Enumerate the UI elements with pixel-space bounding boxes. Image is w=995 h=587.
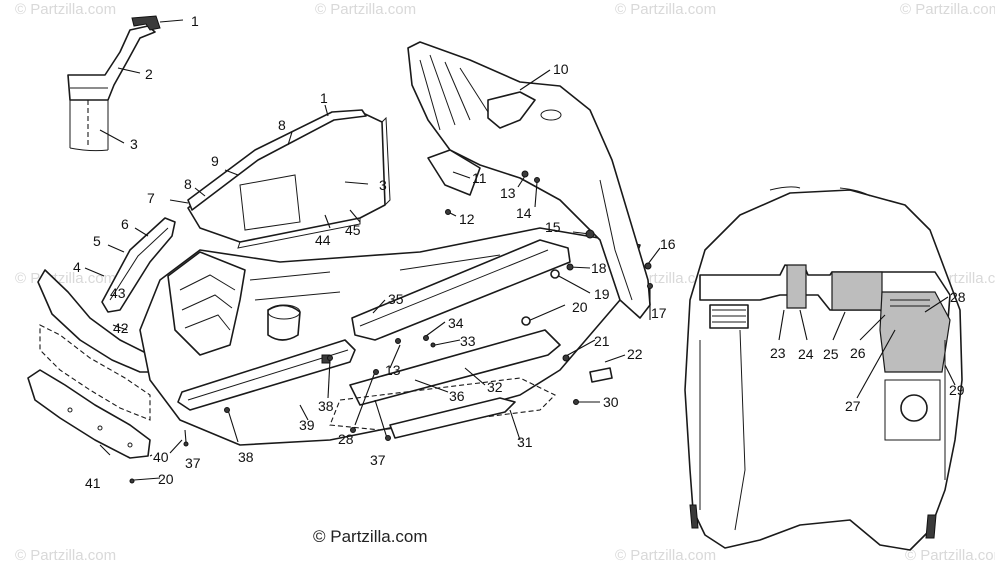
callout-number: 43 xyxy=(110,285,126,301)
bumper xyxy=(27,269,153,459)
callout-number: 31 xyxy=(517,434,533,450)
callout-number: 45 xyxy=(345,222,361,238)
callout-number: 26 xyxy=(850,345,866,361)
callout-number: 28 xyxy=(338,431,354,447)
inset-hood xyxy=(684,186,963,551)
watermark: © Partzilla.com xyxy=(615,1,716,18)
callout-number: 34 xyxy=(448,315,464,331)
side-trim xyxy=(101,217,176,313)
callout-number: 24 xyxy=(798,346,814,362)
fasteners xyxy=(129,170,653,484)
callout-number: 18 xyxy=(591,260,607,276)
callout-number: 9 xyxy=(211,153,219,169)
callout-number: 7 xyxy=(147,190,155,206)
callout-number: 40 xyxy=(153,449,169,465)
callout-number: 19 xyxy=(594,286,610,302)
callout-number: 4 xyxy=(73,259,81,275)
callout-number: 3 xyxy=(379,177,387,193)
callout-number: 29 xyxy=(949,382,965,398)
callout-number: 23 xyxy=(770,345,786,361)
callout-number: 3 xyxy=(130,136,138,152)
callout-number: 37 xyxy=(370,452,386,468)
inset-seal xyxy=(67,15,161,152)
callout-number: 27 xyxy=(845,398,861,414)
callout-number: 20 xyxy=(158,471,174,487)
callout-number: 39 xyxy=(299,417,315,433)
callout-number: 15 xyxy=(545,219,561,235)
watermark: © Partzilla.com xyxy=(15,270,116,287)
watermark: © Partzilla.com xyxy=(905,547,995,564)
callout-labels: 1 2 3 1 8 9 8 7 3 44 45 6 5 4 43 42 41 4… xyxy=(73,13,966,491)
callout-number: 20 xyxy=(572,299,588,315)
leader-lines xyxy=(84,19,956,481)
callout-number: 14 xyxy=(516,205,532,221)
callout-number: 8 xyxy=(184,176,192,192)
callout-number: 11 xyxy=(472,170,487,186)
callout-number: 8 xyxy=(278,117,286,133)
callout-number: 12 xyxy=(459,211,475,227)
callout-number: 16 xyxy=(660,236,676,252)
copyright-notice: © Partzilla.com xyxy=(313,527,428,546)
callout-number: 33 xyxy=(460,333,476,349)
callout-number: 21 xyxy=(594,333,610,349)
callout-number: 44 xyxy=(315,232,331,248)
callout-number: 37 xyxy=(185,455,201,471)
watermark: © Partzilla.com xyxy=(615,547,716,564)
callout-number: 13 xyxy=(385,362,401,378)
watermark: © Partzilla.com xyxy=(15,1,116,18)
callout-number: 13 xyxy=(500,185,516,201)
callout-number: 28 xyxy=(950,289,966,305)
callout-number: 6 xyxy=(121,216,129,232)
callout-number: 2 xyxy=(145,66,153,82)
watermark: © Partzilla.com xyxy=(900,1,995,18)
watermark: © Partzilla.com xyxy=(315,1,416,18)
callout-number: 1 xyxy=(191,13,199,29)
callout-number: 38 xyxy=(318,398,334,414)
callout-number: 17 xyxy=(651,305,667,321)
callout-number: 10 xyxy=(553,61,569,77)
callout-number: 22 xyxy=(627,346,643,362)
callout-number: 42 xyxy=(113,320,129,336)
callout-number: 38 xyxy=(238,449,254,465)
watermark: © Partzilla.com xyxy=(15,547,116,564)
callout-number: 35 xyxy=(388,291,404,307)
callout-number: 5 xyxy=(93,233,101,249)
nose-pan xyxy=(139,227,641,446)
callout-number: 1 xyxy=(320,90,328,106)
callout-number: 36 xyxy=(449,388,465,404)
hood-panel xyxy=(187,109,391,249)
callout-number: 32 xyxy=(487,379,503,395)
callout-number: 41 xyxy=(85,475,101,491)
callout-number: 25 xyxy=(823,346,839,362)
callout-number: 30 xyxy=(603,394,619,410)
